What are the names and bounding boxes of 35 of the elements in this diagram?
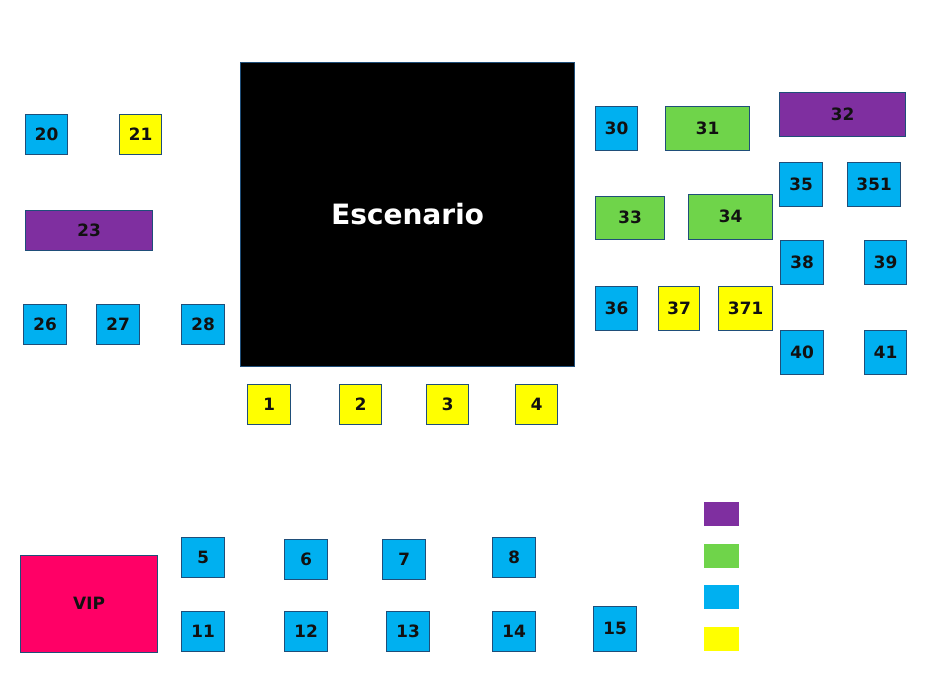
seating-block: 7 bbox=[382, 539, 426, 580]
seating-block: 8 bbox=[492, 537, 536, 578]
seating-block: 33 bbox=[595, 196, 665, 240]
seating-block: 2 bbox=[339, 384, 382, 425]
seating-block: 39 bbox=[864, 240, 907, 285]
seating-block: 40 bbox=[780, 330, 824, 375]
stage-area: Escenario bbox=[240, 62, 575, 367]
seating-block: 31 bbox=[665, 106, 750, 151]
seating-block: 27 bbox=[96, 304, 140, 345]
seating-block: 12 bbox=[284, 611, 328, 652]
seating-block: 5 bbox=[181, 537, 225, 578]
seating-block: 32 bbox=[779, 92, 906, 137]
seating-block: 34 bbox=[688, 194, 773, 240]
seating-block: 20 bbox=[25, 114, 68, 155]
seating-block: 13 bbox=[386, 611, 430, 652]
seating-block: 35 bbox=[779, 162, 823, 207]
seating-block: 351 bbox=[847, 162, 901, 207]
seating-block: 30 bbox=[595, 106, 638, 151]
seating-block: 23 bbox=[25, 210, 153, 251]
seating-block: 6 bbox=[284, 539, 328, 580]
seating-block: 36 bbox=[595, 286, 638, 331]
seating-block: 38 bbox=[780, 240, 824, 285]
seating-block: 26 bbox=[23, 304, 67, 345]
seating-block: 3 bbox=[426, 384, 469, 425]
seating-block: 21 bbox=[119, 114, 162, 155]
seating-block: 4 bbox=[515, 384, 558, 425]
seating-block: 15 bbox=[593, 606, 637, 652]
seating-block: 1 bbox=[247, 384, 291, 425]
seating-block: 371 bbox=[718, 286, 773, 331]
seating-block: 28 bbox=[181, 304, 225, 345]
seating-block: 11 bbox=[181, 611, 225, 652]
seating-block: 14 bbox=[492, 611, 536, 652]
seating-block: 41 bbox=[864, 330, 907, 375]
seating-block: 37 bbox=[658, 286, 700, 331]
vip-area: VIP bbox=[20, 555, 158, 653]
